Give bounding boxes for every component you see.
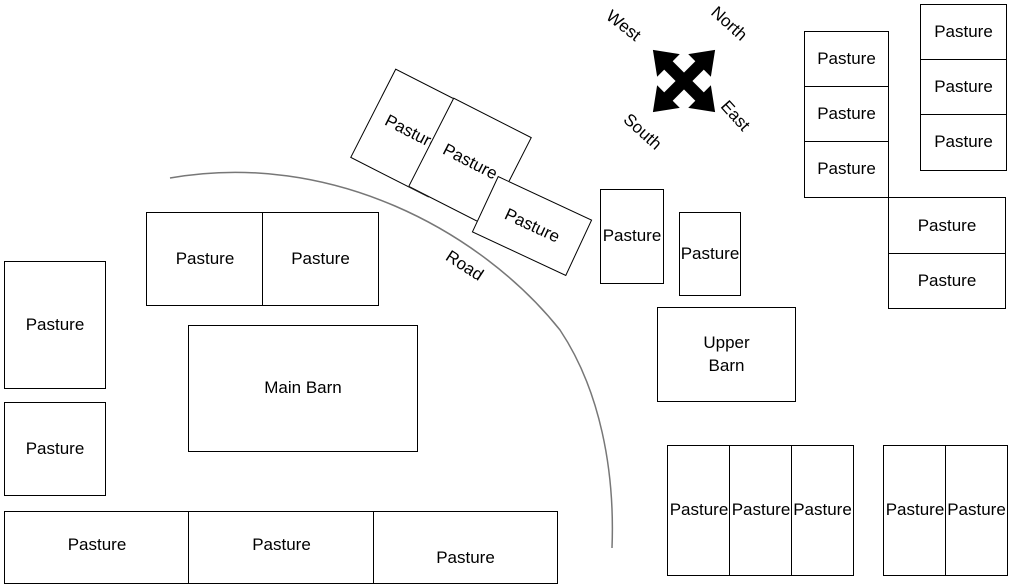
pasture-br-2: Pasture xyxy=(729,445,793,576)
pasture-tr-col-b-3: Pasture xyxy=(920,114,1007,171)
pasture-tr-col-a-2: Pasture xyxy=(804,86,889,143)
pasture-bottom-3: Pasture xyxy=(373,511,558,584)
pasture-tr-col-a-1: Pasture xyxy=(804,31,889,88)
pasture-br-4: Pasture xyxy=(883,445,947,576)
pasture-left-2: Pasture xyxy=(4,402,106,496)
pasture-top-left-b: Pasture xyxy=(262,212,379,306)
compass-arrows-icon xyxy=(652,49,716,113)
road-line xyxy=(169,171,614,549)
pasture-br-5: Pasture xyxy=(945,445,1008,576)
pasture-bottom-1: Pasture xyxy=(4,511,190,584)
pasture-tr-col-b-2: Pasture xyxy=(920,59,1007,116)
pasture-right-1: Pasture xyxy=(888,197,1006,255)
pasture-right-2: Pasture xyxy=(888,253,1006,309)
pasture-mid-2: Pasture xyxy=(679,212,741,296)
pasture-left-1: Pasture xyxy=(4,261,106,389)
pasture-br-3: Pasture xyxy=(791,445,854,576)
main-barn: Main Barn xyxy=(188,325,418,452)
pasture-top-left-a: Pasture xyxy=(146,212,264,306)
pasture-tr-col-b-1: Pasture xyxy=(920,4,1007,61)
pasture-tr-col-a-3: Pasture xyxy=(804,141,889,198)
pasture-mid-1: Pasture xyxy=(600,189,664,284)
pasture-br-1: Pasture xyxy=(667,445,731,576)
upper-barn: Upper Barn xyxy=(657,307,796,402)
pasture-bottom-2: Pasture xyxy=(188,511,375,584)
